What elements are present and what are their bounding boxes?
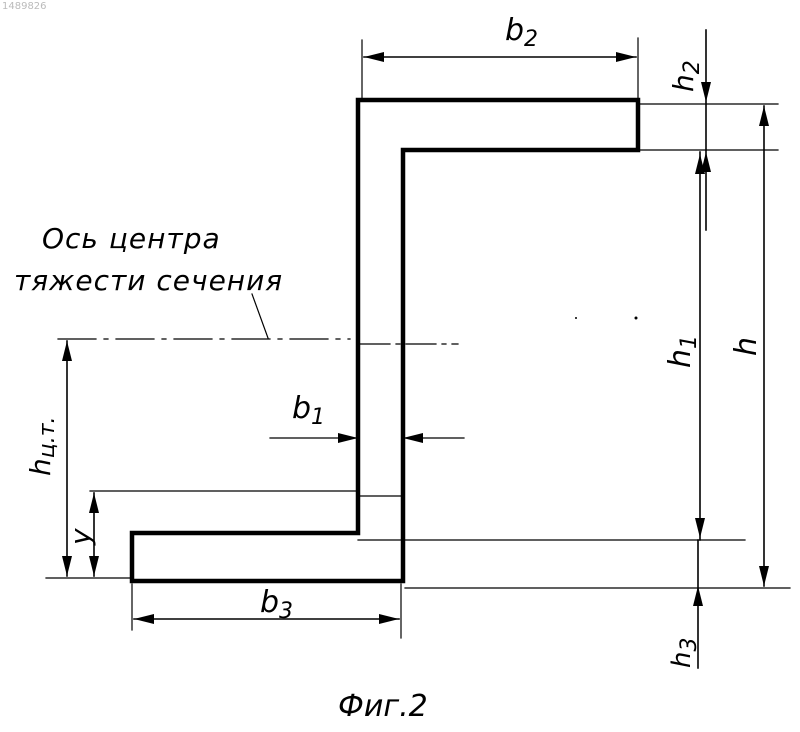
- h2-arrow-top: [701, 82, 711, 102]
- b3-arrow-right: [379, 614, 399, 624]
- b2-arrow-right: [616, 52, 636, 62]
- hct-arrow-top: [62, 341, 72, 361]
- label-h: h: [729, 337, 764, 356]
- centroid-axis: [58, 294, 458, 344]
- centroid-note: Ось центра тяжести сечения: [14, 222, 283, 297]
- centroid-leader: [252, 294, 268, 338]
- speck: [575, 317, 577, 319]
- label-b1: b1: [292, 391, 325, 430]
- label-b3: b3: [260, 585, 293, 624]
- dimension-labels: b2 h2 h1 h h3 b1 b3 y hц.т.: [24, 13, 764, 668]
- outer-contour: [132, 100, 638, 581]
- label-y: y: [64, 528, 97, 546]
- h-arrow-bottom: [759, 566, 769, 586]
- y-arrow-top: [89, 493, 99, 513]
- hct-arrow-bottom: [62, 556, 72, 576]
- y-arrow-bottom: [89, 556, 99, 576]
- speck: [635, 317, 638, 320]
- note-line-2: тяжести сечения: [14, 264, 283, 297]
- section-outline: [132, 100, 638, 581]
- b3-arrow-left: [134, 614, 154, 624]
- corner-id: 1489826: [2, 1, 47, 12]
- h3-arrow-bottom: [693, 586, 703, 606]
- h1-arrow-bottom: [695, 518, 705, 538]
- figure-caption: Фиг.2: [338, 689, 428, 724]
- note-line-1: Ось центра: [42, 222, 221, 255]
- b2-arrow-left: [364, 52, 384, 62]
- label-h1: h1: [663, 335, 702, 368]
- label-h2: h2: [667, 60, 705, 92]
- label-b2: b2: [505, 13, 538, 52]
- b1-arrow-left: [338, 433, 358, 443]
- b1-arrow-right: [403, 433, 423, 443]
- label-h3: h3: [667, 638, 702, 668]
- h-arrow-top: [759, 106, 769, 126]
- label-hct: hц.т.: [24, 416, 60, 476]
